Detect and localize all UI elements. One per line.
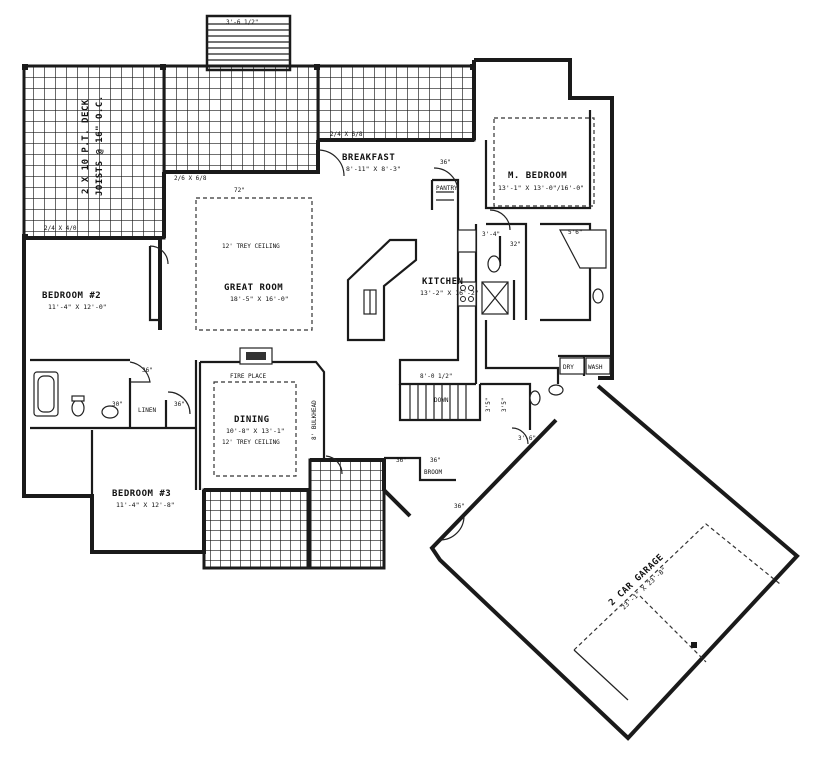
fixtures — [33, 191, 611, 419]
linen-label: LINEN — [138, 407, 156, 414]
dim-2-6x6-8: 2/6 X 6/8 — [174, 175, 207, 182]
dim-36-a: 36" — [142, 367, 153, 374]
dining-ceiling: 12' TREY CEILING — [222, 439, 280, 446]
dim-30: 30" — [112, 401, 123, 408]
dimension-labels: 3'-6 1/2" 36" 36" 36" 36" 36" 36" 72" 3'… — [44, 19, 582, 510]
dim-3-4: 3'-4" — [482, 231, 500, 238]
dining-label: DINING — [234, 415, 270, 425]
dry-label: DRY — [563, 364, 574, 371]
dim-3-5-a: 3'5" — [485, 398, 492, 412]
breakfast-label: BREAKFAST — [342, 153, 395, 163]
wash-label: WASH — [588, 364, 603, 371]
bedroom3-label: BEDROOM #3 — [112, 489, 171, 499]
breakfast-dim: 8'-11" X 8'-3" — [346, 165, 401, 173]
dim-36-b: 36" — [174, 401, 185, 408]
bedroom3-dim: 11'-4" X 12'-8" — [116, 501, 175, 509]
top-stair — [205, 14, 292, 72]
dim-72: 72" — [234, 187, 245, 194]
garage — [429, 384, 800, 741]
kitchen-label: KITCHEN — [422, 277, 463, 287]
broom-label: BROOM — [424, 469, 442, 476]
dining-dim: 10'-8" X 13'-1" — [226, 427, 285, 435]
m-bedroom-dim: 13'-1" X 13'-0"/16'-0" — [498, 184, 584, 192]
dim-2-4x4-0: 2/4 X 4/0 — [44, 225, 77, 232]
dim-stair-top: 3'-6 1/2" — [226, 19, 259, 26]
deck-label-1: 2 X 10 P.T. DECK — [81, 99, 91, 194]
kitchen-dim: 13'-2" X 16'-2" — [420, 289, 479, 297]
dim-2-4x6-8: 2/4 X 6/8 — [330, 131, 363, 138]
dim-8-0: 8'-0 1/2" — [420, 373, 453, 380]
pantry-label: PANTRY — [436, 185, 458, 192]
great-room-label: GREAT ROOM — [224, 283, 283, 293]
dim-3-5-b: 3'5" — [501, 398, 508, 412]
deck-label-2: JOISTS @ 16" O.C. — [95, 95, 105, 196]
bulkhead-label: 8' BULKHEAD — [311, 400, 318, 440]
dim-36-c: 36" — [396, 457, 407, 464]
door-swings — [129, 149, 529, 541]
dim-5-6: 5'6" — [568, 229, 582, 236]
down-label: DOWN — [434, 397, 449, 404]
m-bedroom-label: M. BEDROOM — [508, 171, 567, 181]
exterior-walls — [22, 58, 614, 554]
trey-ceilings — [195, 117, 595, 477]
great-room-ceiling: 12' TREY CEILING — [222, 243, 280, 250]
dim-36-e: 36" — [440, 159, 451, 166]
fireplace-label: FIRE PLACE — [230, 373, 267, 380]
dim-3-6: 3'-6" — [518, 435, 536, 442]
bedroom2-label: BEDROOM #2 — [42, 291, 101, 301]
great-room-dim: 18'-5" X 16'-0" — [230, 295, 289, 303]
dim-32: 32" — [510, 241, 521, 248]
dim-36-f: 36" — [454, 503, 465, 510]
front-porch-deck — [202, 458, 386, 570]
bedroom2-dim: 11'-4" X 12'-0" — [48, 303, 107, 311]
interior-walls — [30, 110, 612, 496]
dim-36-d: 36" — [430, 457, 441, 464]
kitchen-island — [346, 238, 418, 342]
